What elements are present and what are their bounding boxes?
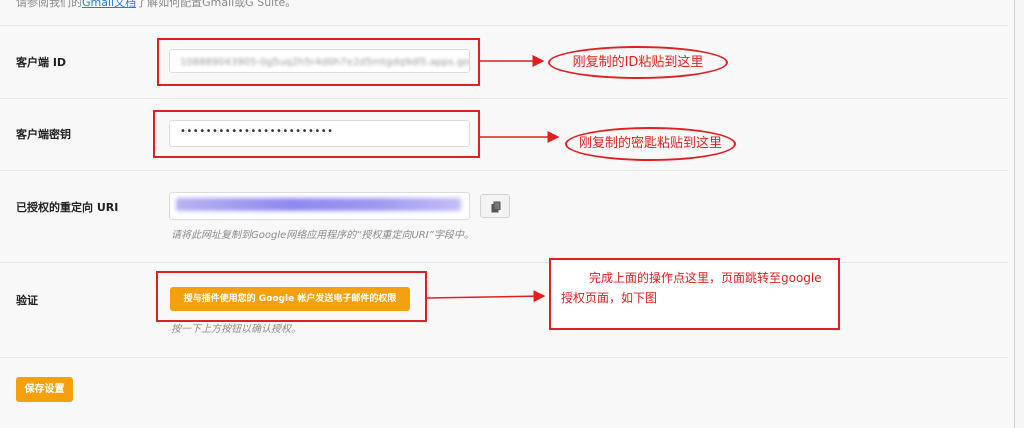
gmail-docs-note: 请参阅我们的Gmail文档了解如何配置Gmail或G Suite。 xyxy=(16,0,296,10)
divider xyxy=(0,25,1008,26)
client-id-value: 108889043905-0g5uq2h5r4d0h7e2d5mtgdq9dl5… xyxy=(180,57,470,68)
divider xyxy=(0,170,1008,171)
annotation-box-client-id xyxy=(157,38,480,86)
annotation-secret-note: 刚复制的密匙粘贴到这里 xyxy=(565,127,736,161)
redirect-uri-hint: 请将此网址复制到Google网络应用程序的“授权重定向URI”字段中。 xyxy=(171,230,474,241)
copy-icon xyxy=(491,201,501,213)
client-secret-label: 客户端密钥 xyxy=(16,128,71,141)
gmail-docs-link[interactable]: Gmail文档 xyxy=(82,0,137,9)
client-id-label: 客户端 ID xyxy=(16,56,67,69)
annotation-box-verify xyxy=(156,271,427,322)
divider xyxy=(0,262,1008,263)
divider xyxy=(0,357,1008,358)
redirect-uri-value-redacted xyxy=(176,198,461,211)
grant-permission-button[interactable]: 授与插件使用您的 Google 帐户发送电子邮件的权限 xyxy=(170,287,410,311)
redirect-uri-label: 已授权的重定向 URI xyxy=(16,201,119,214)
client-secret-input[interactable]: •••••••••••••••••••••••• xyxy=(169,120,470,147)
redirect-uri-input[interactable] xyxy=(169,192,470,220)
save-settings-button[interactable]: 保存设置 xyxy=(16,377,73,402)
annotation-id-note: 刚复制的ID粘贴到这里 xyxy=(548,46,728,79)
client-secret-value: •••••••••••••••••••••••• xyxy=(180,126,334,137)
arrow-to-verify-note xyxy=(426,290,546,303)
divider xyxy=(0,98,1008,99)
copy-uri-button[interactable] xyxy=(480,194,510,218)
annotation-verify-note: 完成上面的操作点这里，页面跳转至google授权页面，如下图 xyxy=(549,258,840,330)
annotation-box-client-secret xyxy=(153,110,480,158)
verify-hint: 按一下上方按钮以确认授权。 xyxy=(171,324,301,335)
verify-label: 验证 xyxy=(16,294,38,307)
client-id-input[interactable]: 108889043905-0g5uq2h5r4d0h7e2d5mtgdq9dl5… xyxy=(169,49,470,73)
